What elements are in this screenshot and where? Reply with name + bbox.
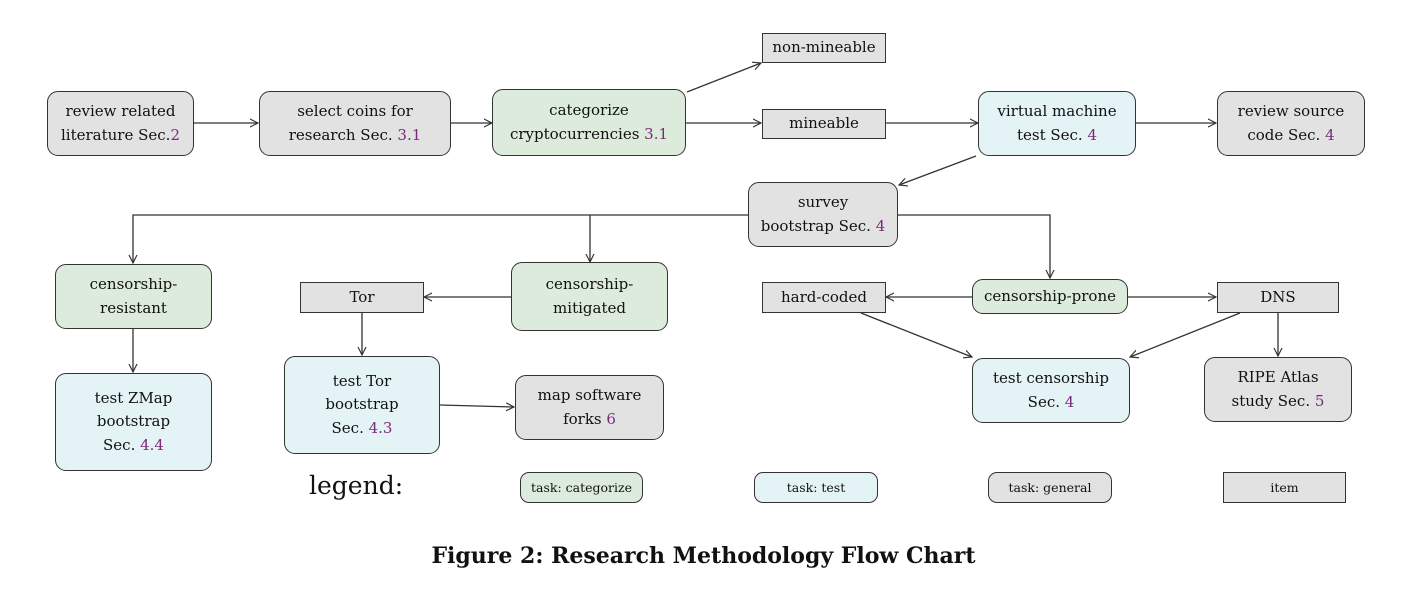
node-line-text: Sec. <box>103 435 136 454</box>
node-line: Sec. 4 <box>1028 391 1075 414</box>
node-non-mineable: non-mineable <box>762 33 886 63</box>
legend-item: item <box>1223 472 1346 503</box>
node-tor: Tor <box>300 282 424 313</box>
node-line-text: forks <box>563 409 602 428</box>
node-line: forks 6 <box>563 408 616 431</box>
node-line: study Sec. 5 <box>1232 390 1325 413</box>
section-ref: 4 <box>1064 392 1075 411</box>
edge-vm-test-to-survey <box>899 155 977 185</box>
node-line-text: literature Sec. <box>61 125 171 144</box>
node-line: categorize <box>549 101 629 120</box>
figure-caption: Figure 2: Research Methodology Flow Char… <box>431 543 976 569</box>
node-line: non-mineable <box>772 38 876 57</box>
node-line: test ZMap <box>94 389 173 408</box>
node-line: test censorship <box>993 369 1109 388</box>
node-line: bootstrap Sec. 4 <box>761 215 886 238</box>
legend-label: task: categorize <box>530 479 632 495</box>
node-line: Tor <box>349 287 375 306</box>
node-censorship-prone: censorship-prone <box>972 279 1128 314</box>
node-dns: DNS <box>1217 282 1339 313</box>
node-line: cryptocurrencies 3.1 <box>510 123 668 146</box>
legend-label: task: general <box>1008 479 1092 495</box>
edge-dns-to-test-censorship <box>1130 312 1241 357</box>
edge-test-tor-to-forks <box>439 405 514 407</box>
node-line: test Tor <box>332 372 392 391</box>
node-line-text: code Sec. <box>1247 125 1321 144</box>
node-test-censorship: test censorship Sec. 4 <box>972 358 1130 423</box>
node-select-coins: select coins for research Sec. 3.1 <box>259 91 451 156</box>
legend-title: legend: <box>309 471 404 500</box>
node-line: bootstrap <box>96 412 171 431</box>
node-survey-bootstrap: survey bootstrap Sec. 4 <box>748 182 898 247</box>
node-review-source-code: review source code Sec. 4 <box>1217 91 1365 156</box>
section-ref: 6 <box>606 409 616 428</box>
node-ripe-atlas-study: RIPE Atlas study Sec. 5 <box>1204 357 1352 422</box>
node-line: resistant <box>100 298 167 317</box>
node-line: literature Sec.2 <box>61 124 180 147</box>
node-review-related-literature: review related literature Sec.2 <box>47 91 194 156</box>
node-line: DNS <box>1260 287 1296 306</box>
node-line: Sec. 4.3 <box>332 417 393 440</box>
node-line: research Sec. 3.1 <box>289 124 422 147</box>
node-line: survey <box>797 193 849 212</box>
edge-categorize-to-non-mineable <box>686 63 761 93</box>
edge-hard-coded-to-test-censorship <box>860 312 972 357</box>
node-line: censorship- <box>89 275 178 294</box>
node-line-text: bootstrap Sec. <box>760 216 871 235</box>
section-ref: 3.1 <box>644 124 669 143</box>
node-line: review source <box>1237 102 1345 121</box>
node-test-zmap-bootstrap: test ZMap bootstrap Sec. 4.4 <box>55 373 212 471</box>
node-censorship-mitigated: censorship- mitigated <box>511 262 668 331</box>
node-mineable: mineable <box>762 109 886 139</box>
section-ref: 5 <box>1314 391 1325 410</box>
node-line: select coins for <box>297 102 413 121</box>
edge-survey-to-resistant <box>133 214 748 263</box>
node-line: mineable <box>789 114 859 133</box>
section-ref: 4.3 <box>368 418 393 437</box>
section-ref: 3.1 <box>397 125 422 144</box>
section-ref: 4 <box>1087 125 1098 144</box>
section-ref: 2 <box>170 125 180 144</box>
section-ref: 4.4 <box>140 435 164 454</box>
node-line-text: study Sec. <box>1231 391 1311 410</box>
node-line: map software <box>537 386 642 405</box>
node-line-text: research Sec. <box>288 125 393 144</box>
legend-task-general: task: general <box>988 472 1112 503</box>
node-line: virtual machine <box>997 102 1117 121</box>
legend-task-test: task: test <box>754 472 878 503</box>
section-ref: 4 <box>1325 125 1335 144</box>
node-line: test Sec. 4 <box>1017 124 1097 147</box>
node-line-text: test Sec. <box>1016 125 1083 144</box>
node-map-software-forks: map software forks 6 <box>515 375 664 440</box>
node-virtual-machine-test: virtual machine test Sec. 4 <box>978 91 1136 156</box>
node-categorize-cryptocurrencies: categorize cryptocurrencies 3.1 <box>492 89 686 156</box>
node-line-text: cryptocurrencies <box>509 124 640 143</box>
node-line: bootstrap <box>325 395 399 414</box>
edge-survey-to-prone <box>898 214 1050 278</box>
section-ref: 4 <box>875 216 886 235</box>
node-line-text: Sec. <box>331 418 364 437</box>
node-line: RIPE Atlas <box>1237 368 1319 387</box>
legend-label: item <box>1270 479 1299 495</box>
node-test-tor-bootstrap: test Tor bootstrap Sec. 4.3 <box>284 356 440 454</box>
node-censorship-resistant: censorship- resistant <box>55 264 212 329</box>
node-line: censorship- <box>545 275 634 294</box>
node-line: code Sec. 4 <box>1247 124 1334 147</box>
node-line-text: Sec. <box>1027 392 1060 411</box>
node-line: censorship-prone <box>983 286 1116 305</box>
node-line: review related <box>65 102 176 121</box>
node-hard-coded: hard-coded <box>762 282 886 313</box>
legend-label: task: test <box>786 479 846 495</box>
node-line: hard-coded <box>781 287 867 306</box>
node-line: mitigated <box>553 298 626 317</box>
node-line: Sec. 4.4 <box>103 434 164 457</box>
legend-task-categorize: task: categorize <box>520 472 643 503</box>
